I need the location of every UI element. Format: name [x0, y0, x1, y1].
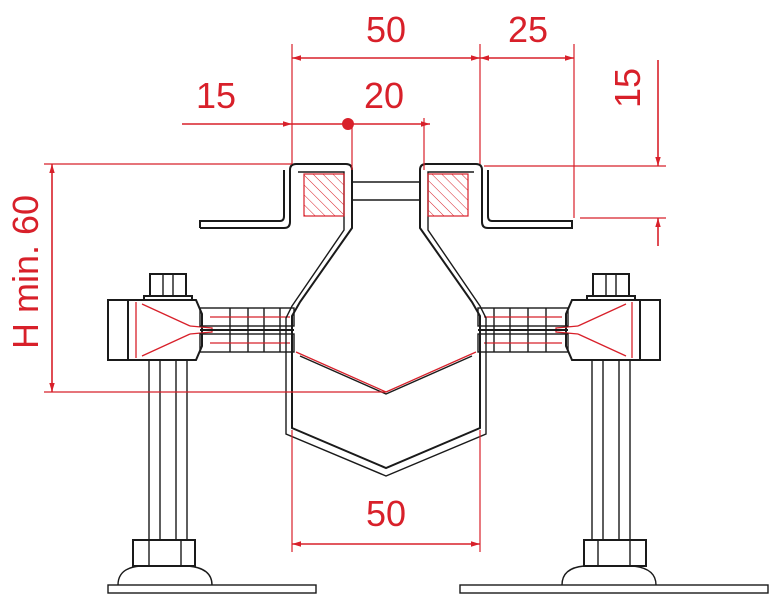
dimension-top-right: 25 — [480, 9, 575, 218]
dimension-label-center-offset: 20 — [364, 75, 404, 116]
dimension-label-top-right: 25 — [508, 9, 548, 50]
right-base-plate — [459, 565, 769, 594]
dimension-bottom-width: 50 — [291, 430, 481, 552]
left-base-plate — [107, 565, 317, 594]
dimension-label-top-width: 50 — [366, 9, 406, 50]
left-clamp-head — [107, 299, 213, 361]
dimension-label-height: H min. 60 — [5, 195, 46, 349]
left-support-post — [132, 273, 196, 567]
dimension-label-bottom-width: 50 — [366, 493, 406, 534]
dimension-top-width: 50 — [291, 9, 481, 164]
dimension-label-left-offset: 15 — [196, 75, 236, 116]
hanger-profile — [199, 163, 573, 477]
left-clamp-rod — [199, 307, 295, 353]
right-clamp-head — [555, 299, 661, 361]
dimension-center-offset: 20 — [292, 75, 430, 170]
right-clamp-rod — [477, 307, 569, 353]
dimension-right-vertical: 15 — [484, 60, 666, 246]
dimension-height: H min. 60 — [5, 163, 386, 393]
dimension-left-offset: 15 — [182, 75, 292, 127]
dimension-label-right-vertical: 15 — [607, 68, 648, 108]
center-point-icon — [342, 118, 354, 130]
